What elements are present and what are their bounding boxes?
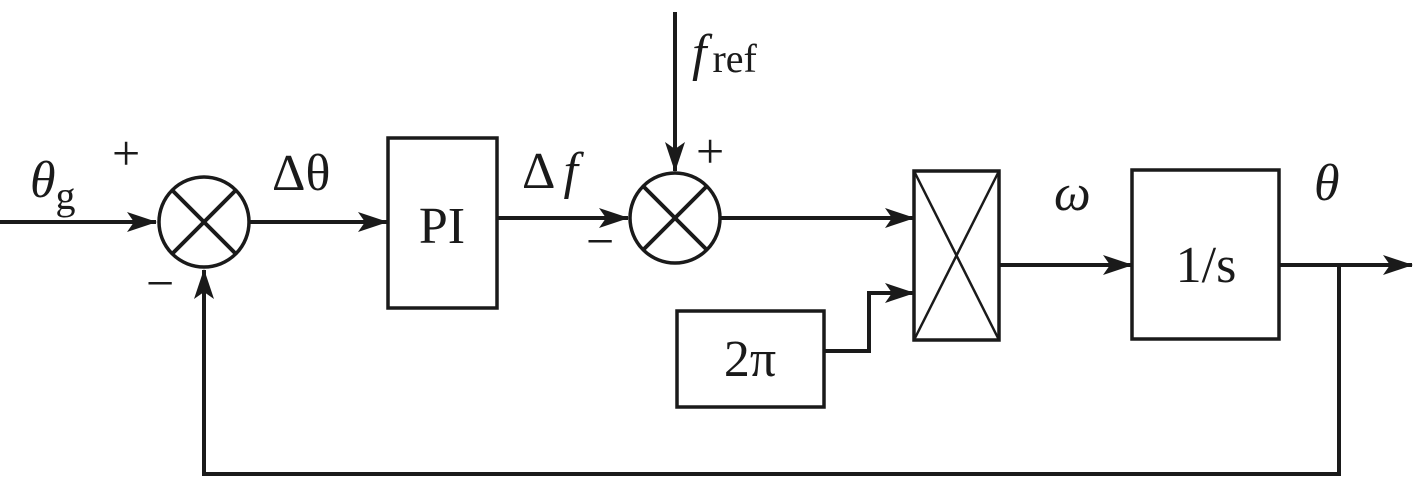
output-theta-label: θ — [1314, 155, 1340, 212]
pi-block — [386, 136, 499, 310]
feedback-wire — [194, 265, 1341, 476]
two-pi-block — [675, 309, 826, 409]
multiplier-block — [912, 169, 1001, 342]
feedback-minus-sign: − — [146, 255, 174, 311]
summing-junction-2 — [628, 171, 722, 265]
pi-block-label: PI — [419, 198, 465, 255]
delta-f-minus-sign: − — [586, 213, 614, 269]
integrator-block — [1130, 168, 1281, 341]
fref-plus-sign: + — [696, 123, 724, 179]
summing-junction-1 — [157, 175, 251, 269]
delta-theta-label: Δθ — [272, 145, 330, 202]
twopi-to-multiplier-wire — [824, 283, 915, 353]
input-theta-label: θg — [30, 152, 76, 218]
two-pi-block-label: 2π — [724, 331, 776, 388]
omega-label: ω — [1054, 165, 1091, 222]
integrator-block-label: 1/s — [1176, 237, 1237, 294]
input-plus-sign: + — [112, 125, 140, 181]
